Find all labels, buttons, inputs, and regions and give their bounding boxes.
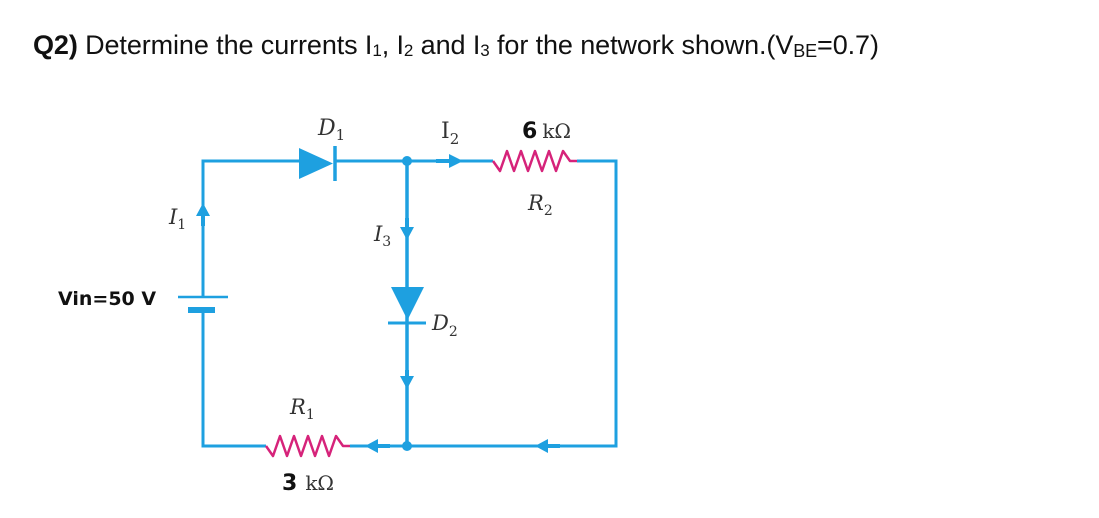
wire-right	[407, 159, 618, 448]
i2-label: I2	[441, 119, 459, 148]
arrow-i3-down-icon	[400, 218, 414, 240]
i1-label: I1	[168, 205, 186, 233]
question-body: Determine the currents I1, I2 and I3 for…	[77, 30, 879, 61]
resistor-r2	[491, 149, 577, 173]
diode-d1	[299, 146, 337, 181]
junction-bottom	[402, 441, 412, 451]
d1-label: D1	[317, 116, 345, 144]
arrow-i2-right-icon	[436, 154, 463, 168]
wire-left-lower	[201, 310, 266, 448]
arrow-bottom-left-2-icon	[535, 439, 560, 453]
arrow-d2-down-icon	[400, 370, 414, 389]
diode-d1-triangle	[299, 148, 333, 179]
diode-d2-triangle	[391, 287, 424, 320]
r2-label: R2	[527, 191, 553, 219]
resistor-r1	[264, 434, 350, 458]
r1-label: R1	[289, 395, 315, 423]
source-label: Vin=50 V	[58, 288, 156, 310]
d2-label: D2	[431, 311, 458, 340]
i3-label: I3	[373, 222, 391, 250]
junction-top	[402, 156, 412, 166]
question-number: Q2)	[33, 30, 78, 60]
wire-left-upper	[201, 159, 299, 297]
question-text: Q2) Determine the currents I1, I2 and I3…	[33, 30, 879, 62]
arrow-bottom-left-1-icon	[365, 439, 390, 453]
diode-d2	[388, 287, 426, 325]
battery-source	[178, 295, 228, 313]
arrow-i1-up-icon	[196, 203, 210, 226]
